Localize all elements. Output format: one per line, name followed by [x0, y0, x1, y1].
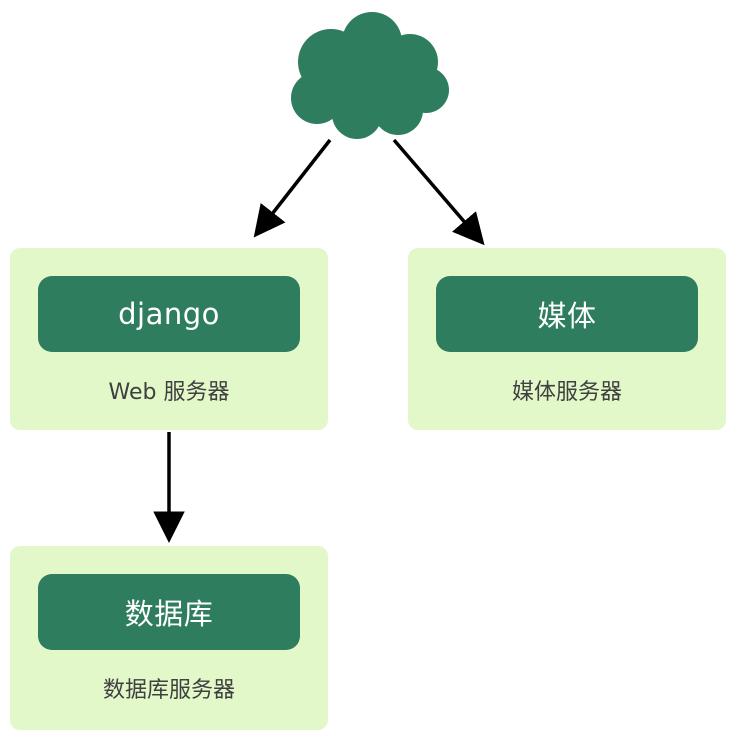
- node-media-server: 媒体 媒体服务器: [408, 248, 726, 430]
- node-web-server: django Web 服务器: [10, 248, 328, 430]
- database-server-title: 数据库: [124, 597, 214, 631]
- media-server-box: 媒体: [436, 276, 698, 352]
- cloud-icon: [291, 12, 449, 139]
- web-server-label: Web 服务器: [108, 380, 230, 405]
- web-server-box: django: [38, 276, 300, 352]
- media-server-label: 媒体服务器: [511, 380, 622, 405]
- node-database-server: 数据库 数据库服务器: [10, 546, 328, 730]
- database-server-box: 数据库: [38, 574, 300, 650]
- arrow-cloud-to-web: [253, 138, 332, 238]
- database-server-label: 数据库服务器: [102, 678, 235, 703]
- media-server-title: 媒体: [537, 299, 597, 333]
- arrow-cloud-to-media: [392, 138, 485, 246]
- web-server-title: django: [118, 297, 220, 331]
